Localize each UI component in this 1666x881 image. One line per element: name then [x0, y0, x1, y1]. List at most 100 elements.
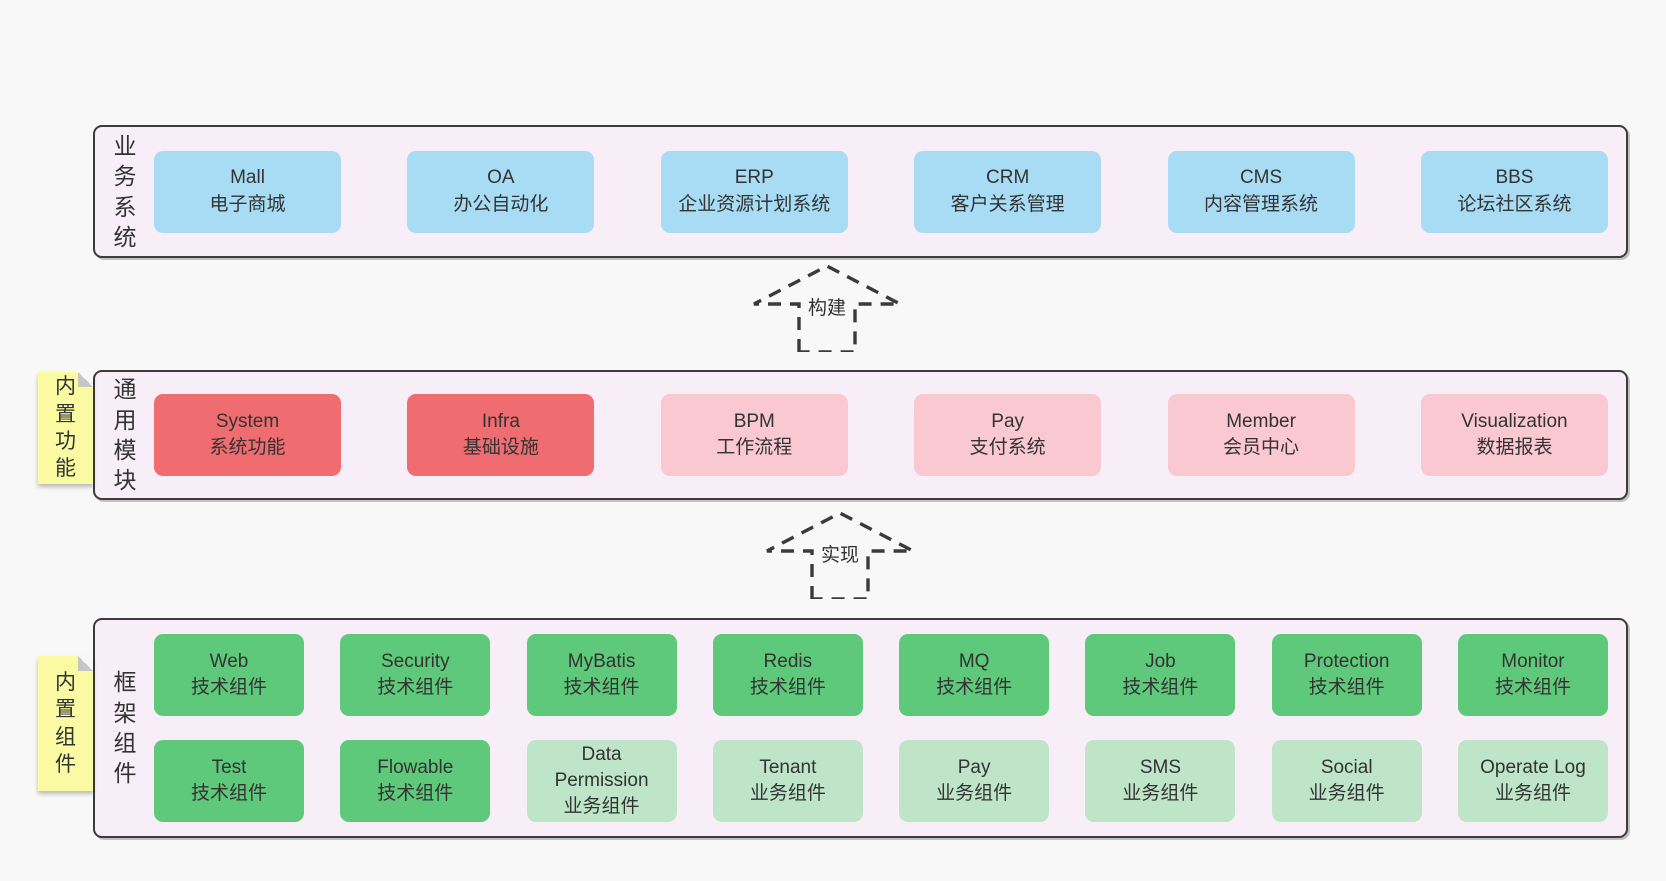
- box-social: Social 业务组件: [1271, 740, 1422, 822]
- box-pay-system-subtitle: 支付系统: [969, 437, 1046, 458]
- box-member: Member 会员中心: [1167, 394, 1355, 476]
- box-member-subtitle: 会员中心: [1223, 437, 1300, 458]
- box-mybatis: MyBatis 技术组件: [526, 634, 677, 716]
- box-visualization-title: Visualization: [1461, 410, 1568, 432]
- box-infra-title: Infra: [481, 410, 520, 432]
- box-mq-subtitle: 技术组件: [936, 677, 1013, 698]
- framework-boxes-grid: Web 技术组件 Security 技术组件 MyBatis 技术组件 Redi…: [140, 634, 1626, 822]
- block-arrow-up-icon: [766, 511, 914, 599]
- layer-common-modules-label: 通用模块: [113, 376, 137, 494]
- folded-corner-icon: [78, 372, 93, 387]
- framework-row-1: Web 技术组件 Security 技术组件 MyBatis 技术组件 Redi…: [154, 634, 1608, 716]
- box-redis-title: Redis: [763, 650, 813, 672]
- box-pay-component-title: Pay: [957, 756, 991, 778]
- box-bbs-subtitle: 论坛社区系统: [1457, 193, 1572, 215]
- box-protection-title: Protection: [1303, 650, 1390, 672]
- box-web: Web 技术组件: [154, 634, 304, 716]
- box-sms-subtitle: 业务组件: [1122, 783, 1199, 804]
- box-crm: CRM 客户关系管理: [914, 150, 1102, 233]
- box-operate-log-title: Operate Log: [1480, 756, 1586, 778]
- layer-common-modules: 通用模块 System 系统功能 Infra 基础设施 BPM 工作流程 Pay…: [93, 370, 1628, 500]
- box-job-title: Job: [1145, 650, 1176, 672]
- box-flowable-title: Flowable: [377, 756, 454, 778]
- box-operate-log: Operate Log 业务组件: [1457, 740, 1608, 822]
- arrow-implement-label: 实现: [817, 539, 863, 568]
- box-mybatis-subtitle: 技术组件: [563, 677, 640, 698]
- box-tenant: Tenant 业务组件: [712, 740, 863, 822]
- box-monitor-title: Monitor: [1501, 650, 1565, 672]
- box-protection: Protection 技术组件: [1271, 634, 1422, 716]
- layer-framework-components-label: 框架组件: [113, 669, 137, 787]
- arrow-implement: 实现: [765, 511, 915, 599]
- box-data-permission-subtitle: 业务组件: [563, 796, 640, 818]
- layer-framework-components: 框架组件 Web 技术组件 Security 技术组件 MyBatis 技术组件…: [93, 618, 1628, 838]
- box-bpm-title: BPM: [733, 410, 775, 432]
- box-security-title: Security: [380, 650, 450, 672]
- box-visualization-subtitle: 数据报表: [1476, 437, 1553, 458]
- box-system: System 系统功能: [154, 394, 341, 476]
- box-infra-subtitle: 基础设施: [462, 437, 539, 458]
- box-mybatis-title: MyBatis: [567, 650, 636, 672]
- box-oa: OA 办公自动化: [407, 150, 595, 233]
- box-mq: MQ 技术组件: [899, 634, 1050, 716]
- arrow-build: 构建: [752, 264, 902, 352]
- box-data-permission-title: Data Permission: [554, 743, 649, 791]
- box-mq-title: MQ: [958, 650, 990, 672]
- box-bpm-subtitle: 工作流程: [716, 437, 793, 458]
- box-flowable-subtitle: 技术组件: [377, 783, 454, 804]
- box-tenant-subtitle: 业务组件: [749, 783, 826, 804]
- box-job: Job 技术组件: [1085, 634, 1236, 716]
- box-erp-subtitle: 企业资源计划系统: [678, 193, 831, 215]
- box-erp: ERP 企业资源计划系统: [660, 150, 848, 233]
- box-security: Security 技术组件: [340, 634, 491, 716]
- box-monitor: Monitor 技术组件: [1457, 634, 1608, 716]
- box-cms-subtitle: 内容管理系统: [1204, 193, 1319, 215]
- box-social-title: Social: [1320, 756, 1373, 778]
- block-arrow-up-icon: [753, 264, 901, 352]
- box-system-subtitle: 系统功能: [209, 437, 286, 458]
- sticky-built-in-features: 内置功能: [38, 372, 93, 484]
- box-cms-title: CMS: [1239, 167, 1283, 189]
- box-pay-component-subtitle: 业务组件: [936, 783, 1013, 804]
- box-flowable: Flowable 技术组件: [340, 740, 491, 822]
- box-bbs-title: BBS: [1495, 167, 1534, 189]
- box-erp-title: ERP: [734, 167, 774, 189]
- box-test-title: Test: [211, 756, 247, 778]
- box-web-subtitle: 技术组件: [190, 677, 267, 698]
- box-bbs: BBS 论坛社区系统: [1420, 150, 1608, 233]
- box-monitor-subtitle: 技术组件: [1494, 677, 1571, 698]
- box-pay-component: Pay 业务组件: [899, 740, 1050, 822]
- box-oa-subtitle: 办公自动化: [453, 193, 549, 215]
- box-crm-subtitle: 客户关系管理: [950, 193, 1065, 215]
- sticky-built-in-components: 内置组件: [38, 656, 93, 791]
- box-security-subtitle: 技术组件: [377, 677, 454, 698]
- box-sms-title: SMS: [1139, 756, 1181, 778]
- box-protection-subtitle: 技术组件: [1308, 677, 1385, 698]
- box-sms: SMS 业务组件: [1085, 740, 1236, 822]
- folded-corner-icon: [78, 656, 93, 671]
- sticky-built-in-features-label: 内置功能: [55, 375, 76, 481]
- box-oa-title: OA: [487, 167, 515, 189]
- box-test: Test 技术组件: [154, 740, 304, 822]
- box-social-subtitle: 业务组件: [1308, 783, 1385, 804]
- box-pay-system: Pay 支付系统: [914, 394, 1102, 476]
- box-cms: CMS 内容管理系统: [1167, 150, 1355, 233]
- box-mall-title: Mall: [230, 167, 265, 189]
- box-job-subtitle: 技术组件: [1122, 677, 1199, 698]
- box-operate-log-subtitle: 业务组件: [1494, 783, 1571, 804]
- layer-business-systems: 业务系统 Mall 电子商城 OA 办公自动化 ERP 企业资源计划系统 CRM…: [93, 125, 1628, 258]
- box-tenant-title: Tenant: [759, 756, 817, 778]
- box-web-title: Web: [209, 650, 249, 672]
- business-boxes-row: Mall 电子商城 OA 办公自动化 ERP 企业资源计划系统 CRM 客户关系…: [140, 150, 1626, 233]
- common-modules-row: System 系统功能 Infra 基础设施 BPM 工作流程 Pay 支付系统…: [140, 394, 1626, 476]
- box-redis-subtitle: 技术组件: [749, 677, 826, 698]
- layer-business-systems-label: 业务系统: [113, 132, 137, 250]
- box-mall-subtitle: 电子商城: [209, 193, 286, 215]
- sticky-built-in-components-label: 内置组件: [55, 670, 76, 776]
- box-visualization: Visualization 数据报表: [1420, 394, 1608, 476]
- box-pay-system-title: Pay: [991, 410, 1025, 432]
- box-test-subtitle: 技术组件: [190, 783, 267, 804]
- box-infra: Infra 基础设施: [407, 394, 595, 476]
- box-member-title: Member: [1226, 410, 1296, 432]
